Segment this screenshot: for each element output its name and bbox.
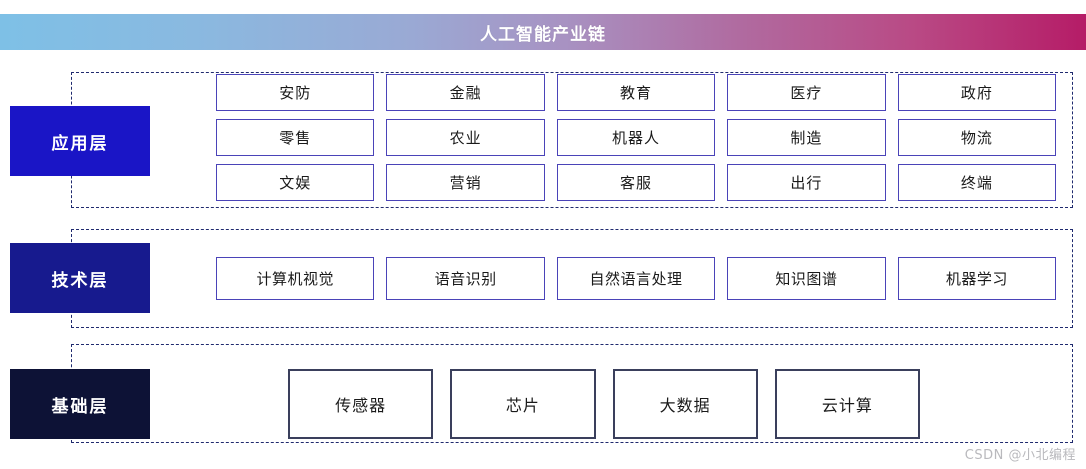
page-title: 人工智能产业链 xyxy=(480,24,606,45)
application-cell[interactable]: 机器人 xyxy=(556,119,716,156)
application-cell[interactable]: 医疗 xyxy=(727,74,886,111)
application-cell[interactable]: 物流 xyxy=(897,119,1057,156)
layer-label-technology: 技术层 xyxy=(10,243,150,313)
technology-cell[interactable]: 机器学习 xyxy=(897,257,1057,300)
foundation-cell[interactable]: 芯片 xyxy=(450,369,596,439)
foundation-cell[interactable]: 传感器 xyxy=(288,369,434,439)
layer-label-foundation-text: 基础层 xyxy=(51,396,109,417)
header-banner: 人工智能产业链 xyxy=(0,14,1086,50)
application-cell[interactable]: 制造 xyxy=(727,119,886,156)
foundation-cell[interactable]: 大数据 xyxy=(612,369,758,439)
technology-cell[interactable]: 计算机视觉 xyxy=(216,257,375,300)
application-row: 零售 农业 机器人 制造 物流 xyxy=(216,119,1057,156)
application-cell[interactable]: 文娱 xyxy=(216,164,375,201)
layer-label-application-text: 应用层 xyxy=(51,133,109,154)
application-cell[interactable]: 金融 xyxy=(386,74,545,111)
application-row: 安防 金融 教育 医疗 政府 xyxy=(216,74,1057,111)
application-cell[interactable]: 零售 xyxy=(216,119,375,156)
layer-label-application: 应用层 xyxy=(10,106,150,176)
foundation-cell[interactable]: 云计算 xyxy=(774,369,920,439)
foundation-layer-grid: 传感器 芯片 大数据 云计算 xyxy=(288,369,920,439)
application-cell[interactable]: 出行 xyxy=(727,164,886,201)
application-cell[interactable]: 客服 xyxy=(556,164,716,201)
application-layer-grid: 安防 金融 教育 医疗 政府 零售 农业 机器人 制造 物流 文娱 营销 客服 … xyxy=(216,74,1057,201)
technology-cell[interactable]: 语音识别 xyxy=(386,257,545,300)
layer-label-technology-text: 技术层 xyxy=(51,270,109,291)
technology-layer-grid: 计算机视觉 语音识别 自然语言处理 知识图谱 机器学习 xyxy=(216,257,1057,300)
application-cell[interactable]: 政府 xyxy=(897,74,1057,111)
application-cell[interactable]: 营销 xyxy=(386,164,545,201)
application-cell[interactable]: 终端 xyxy=(897,164,1057,201)
layer-label-foundation: 基础层 xyxy=(10,369,150,439)
technology-cell[interactable]: 知识图谱 xyxy=(727,257,886,300)
application-cell[interactable]: 安防 xyxy=(216,74,375,111)
watermark: CSDN @小北编程 xyxy=(964,448,1076,463)
application-row: 文娱 营销 客服 出行 终端 xyxy=(216,164,1057,201)
application-cell[interactable]: 教育 xyxy=(556,74,716,111)
technology-cell[interactable]: 自然语言处理 xyxy=(556,257,716,300)
application-cell[interactable]: 农业 xyxy=(386,119,545,156)
